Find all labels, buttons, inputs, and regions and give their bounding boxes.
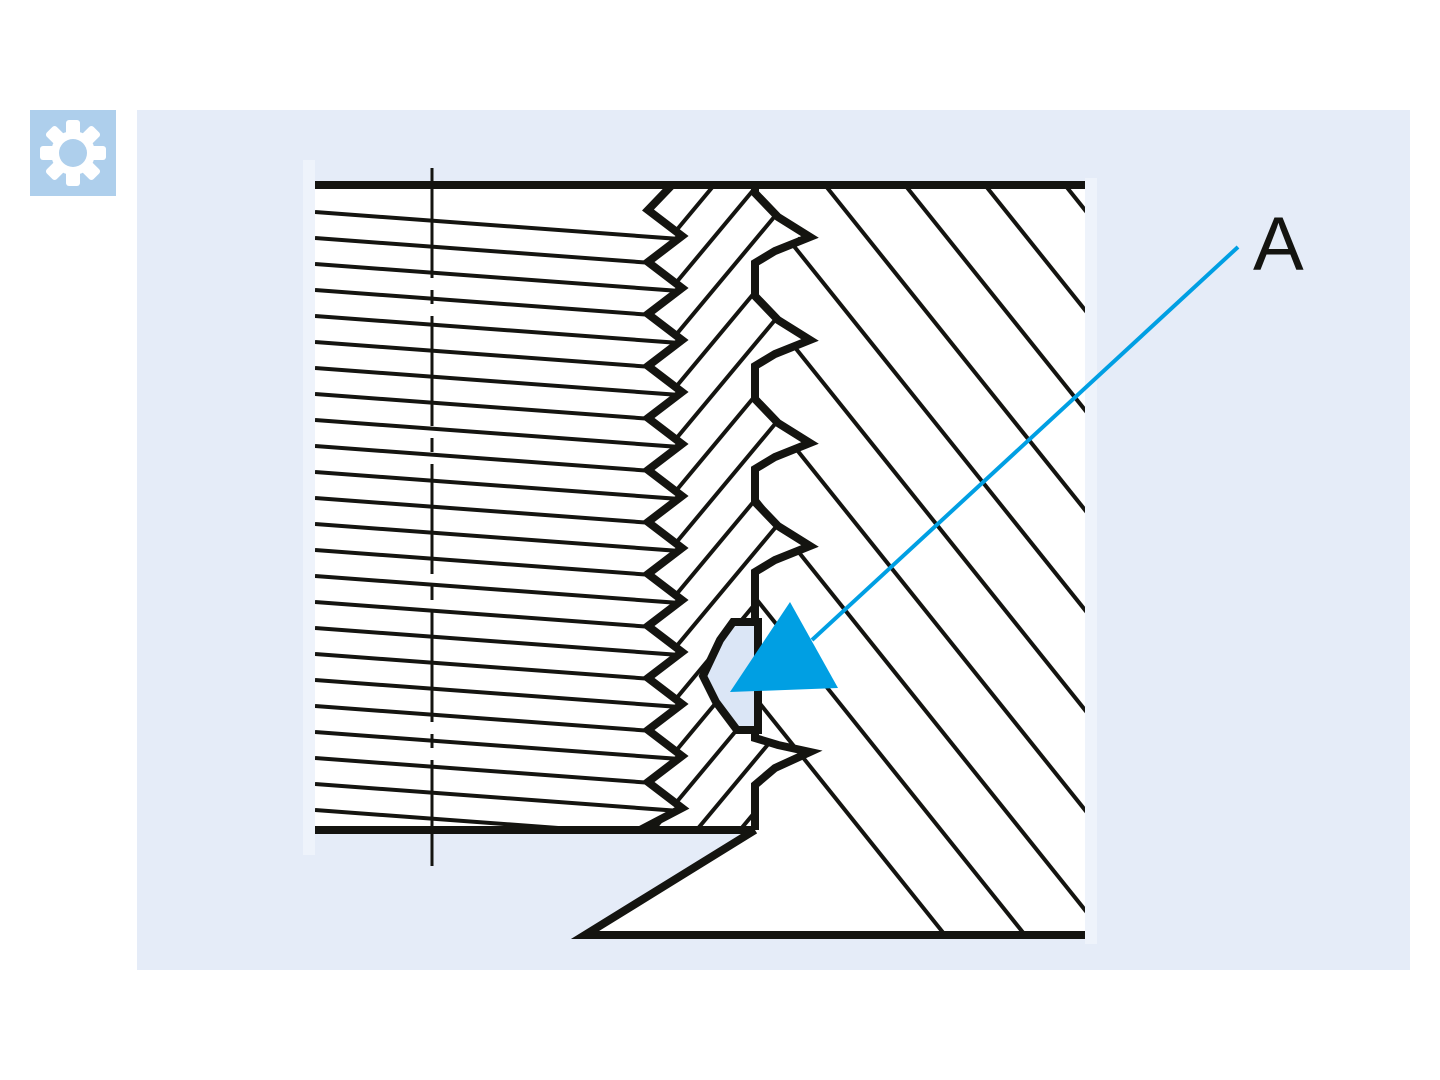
left-strip — [303, 160, 315, 855]
hatch-line — [640, 288, 802, 532]
hatch-line — [315, 574, 682, 608]
hatch-line — [315, 782, 682, 816]
hatch-line — [823, 185, 1085, 935]
hatch-line — [315, 210, 682, 244]
hatch-line — [315, 314, 682, 348]
hatch-line — [315, 366, 682, 400]
label-a: A — [1253, 202, 1304, 287]
hatch-line — [903, 185, 1085, 935]
gear-icon — [30, 110, 116, 196]
right-strip — [1085, 178, 1097, 944]
hatch-line — [315, 522, 682, 556]
pointer-arrowhead — [730, 602, 838, 692]
hatch-line — [640, 185, 802, 376]
hatch-line — [743, 185, 1085, 935]
hatch-line — [640, 496, 802, 740]
part-outlines — [315, 181, 1085, 939]
hatch-line — [315, 626, 682, 660]
hatch-line — [315, 730, 682, 764]
pointer-line — [810, 245, 1240, 642]
hatch-line — [315, 470, 682, 504]
hatch-line — [315, 418, 682, 452]
hatch-line — [315, 262, 682, 296]
hatch-line — [640, 185, 802, 324]
hatch-line — [640, 185, 802, 428]
hatch-line — [315, 808, 682, 830]
hatch-line — [640, 392, 802, 636]
hatch-line — [315, 678, 682, 712]
gap-pocket — [698, 618, 762, 734]
gear-icon-tile — [30, 110, 116, 196]
